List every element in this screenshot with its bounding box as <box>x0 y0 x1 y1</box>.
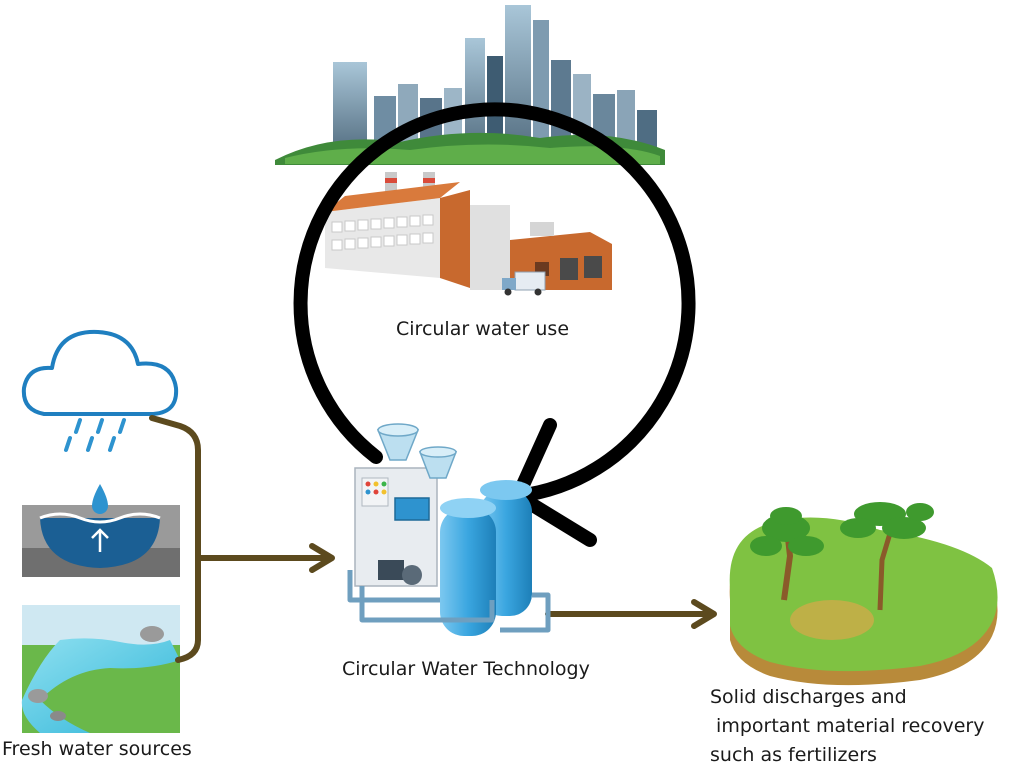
factory-icon <box>325 172 612 290</box>
circular-water-technology-label: Circular Water Technology <box>342 658 590 680</box>
rain-cloud-icon <box>21 329 179 452</box>
fresh-water-sources-label: Fresh water sources <box>2 738 192 760</box>
river-icon <box>21 605 181 733</box>
groundwater-icon <box>22 484 180 577</box>
solid-discharges-line-3: such as fertilizers <box>710 744 877 766</box>
water-treatment-plant-icon <box>347 423 551 636</box>
solid-discharges-line-1: Solid discharges and <box>710 686 907 708</box>
solid-discharges-label: Solid discharges and important material … <box>710 683 984 770</box>
solid-discharges-line-2: important material recovery <box>710 715 985 737</box>
circular-water-use-label: Circular water use <box>396 318 570 340</box>
flow-lines <box>149 415 717 663</box>
truck-icon <box>502 271 546 296</box>
trees-land-icon <box>729 502 998 686</box>
city-skyline-icon <box>275 5 665 165</box>
